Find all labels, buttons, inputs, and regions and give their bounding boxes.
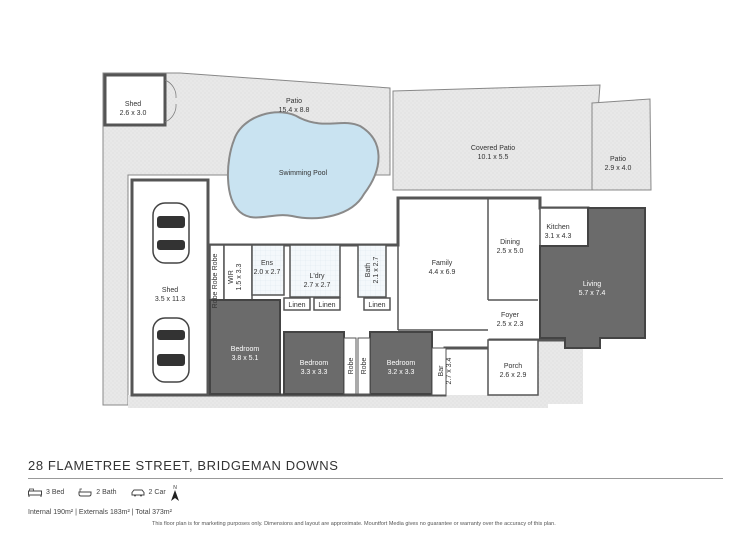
robe-closet (343, 337, 357, 395)
room-label-size: 3.3 x 3.3 (301, 369, 328, 376)
room-label-size: 2.5 x 5.0 (497, 248, 524, 255)
living-room (539, 207, 646, 349)
room-label-size: 10.1 x 5.5 (478, 154, 509, 161)
room-label-size: 3.8 x 5.1 (232, 355, 259, 362)
robe-closet (357, 337, 371, 395)
room-label-name: Dining (500, 239, 520, 246)
linen-label: Linen (288, 302, 305, 309)
bedroom-1 (209, 299, 281, 395)
robe-label: Robe (212, 273, 219, 290)
room-label-name: Ens (261, 260, 274, 267)
robe-label: Robe (361, 358, 368, 375)
beds-label: 3 Bed (46, 489, 65, 496)
room-label-name: Bath (365, 263, 372, 278)
room-label-name: Swimming Pool (279, 170, 328, 177)
room-label-size: 3.5 x 11.3 (155, 296, 185, 303)
cars-feature: 2 Car (131, 488, 166, 497)
room-label-size: 3.2 x 3.3 (388, 369, 415, 376)
floor-plan: Shed 2.6 x 3.0 Patio 15.4 x 8.8 Swimming… (102, 72, 652, 408)
room-label-size: 2.6 x 3.0 (120, 110, 147, 117)
room-label-name: Shed (162, 287, 178, 294)
area-summary: Internal 190m² | Externals 183m² | Total… (28, 509, 172, 516)
linen-label: Linen (318, 302, 335, 309)
features-row: 3 Bed 2 Bath 2 Car (28, 488, 166, 497)
linen-label: Linen (368, 302, 385, 309)
shed-small (103, 73, 177, 127)
room-label-size: 5.7 x 7.4 (579, 290, 606, 297)
room-label-name: Bedroom (300, 360, 329, 367)
cars-label: 2 Car (148, 489, 166, 496)
room-label-name: Foyer (501, 312, 520, 319)
room-label-name: Bar (438, 365, 445, 377)
room-label-size: 15.4 x 8.8 (279, 107, 310, 114)
room-label-name: WIR (228, 270, 235, 284)
room-label-name: Patio (610, 156, 626, 163)
bath-icon (78, 488, 92, 497)
bed-icon (28, 488, 42, 497)
property-address: 28 FLAMETREE STREET, BRIDGEMAN DOWNS (28, 458, 339, 473)
baths-feature: 2 Bath (78, 488, 117, 497)
room-label-size: 2.0 x 2.7 (254, 269, 281, 276)
robe-label: Robe (212, 292, 219, 309)
room-label-size: 4.4 x 6.9 (429, 269, 456, 276)
north-arrow-icon: N (171, 485, 179, 501)
robe-label: Robe (212, 254, 219, 271)
room-label-name: Bedroom (231, 346, 260, 353)
car-icon (152, 317, 190, 383)
car-icon (131, 489, 145, 497)
room-label-size: 2.7 x 2.7 (304, 282, 331, 289)
room-label-size: 2.5 x 2.3 (497, 321, 524, 328)
room-label-size: 2.1 x 2.7 (373, 256, 380, 283)
north-label: N (173, 485, 177, 491)
disclaimer: This floor plan is for marketing purpose… (152, 521, 556, 527)
room-label-size: 1.5 x 3.3 (236, 263, 243, 290)
room-label-size: 2.6 x 2.9 (500, 372, 527, 379)
room-label-name: Bedroom (387, 360, 416, 367)
room-label-name: Kitchen (546, 224, 569, 231)
room-labels: Shed 2.6 x 3.0 Patio 15.4 x 8.8 Swimming… (120, 98, 632, 384)
room-label-name: Shed (125, 101, 141, 108)
room-label-name: Living (583, 281, 601, 288)
room-label-size: 2.9 x 4.0 (605, 165, 632, 172)
beds-feature: 3 Bed (28, 488, 64, 497)
north-arrow: N (170, 484, 180, 507)
car-icon (152, 202, 190, 264)
divider (28, 478, 723, 479)
bedroom-2 (283, 331, 345, 395)
bar-area (431, 347, 447, 396)
room-label-size: 3.1 x 4.3 (545, 233, 572, 240)
room-label-size: 2.7 x 3.4 (446, 357, 453, 384)
room-label-name: L'dry (310, 273, 325, 280)
room-label-name: Covered Patio (471, 145, 515, 152)
room-label-name: Porch (504, 363, 522, 370)
robe-label: Robe (348, 358, 355, 375)
swimming-pool (226, 111, 380, 220)
room-label-name: Family (432, 260, 453, 267)
room-label-name: Patio (286, 98, 302, 105)
baths-label: 2 Bath (96, 489, 117, 496)
